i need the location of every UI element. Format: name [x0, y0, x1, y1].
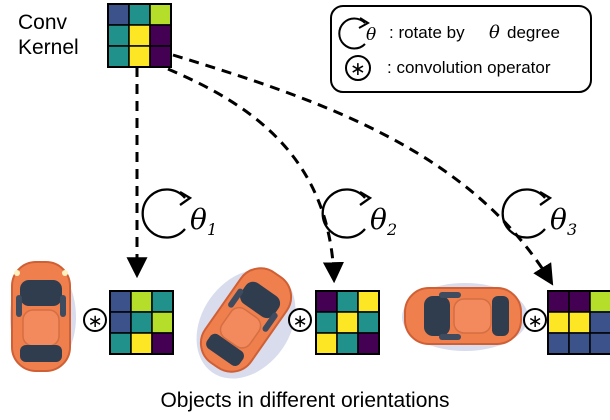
kernel-cell: [568, 290, 591, 313]
kernel-cell: [336, 311, 359, 334]
kernel-cell: [109, 332, 132, 355]
conv-operator-2-symbol: ∗: [292, 311, 307, 332]
conv-operator-2: ∗: [288, 308, 312, 332]
kernel-cell: [151, 290, 174, 313]
convolution-legend-text: : convolution operator: [387, 58, 551, 77]
kernel-cell: [107, 45, 130, 68]
rotate-legend-suffix: degree: [507, 23, 560, 42]
kernel-cell: [315, 311, 338, 334]
kernel-cell: [357, 332, 380, 355]
conv-operator-1-symbol: ∗: [87, 311, 102, 332]
kernel-cell: [568, 332, 591, 355]
kernel-border: [547, 290, 610, 355]
kernel-cell: [151, 332, 174, 355]
rotation-2-theta: θ: [370, 203, 387, 236]
kernel-cell: [589, 290, 610, 313]
arrow-to-kernel-3: [172, 53, 554, 286]
kernel-cell: [151, 311, 174, 334]
kernel-cell: [130, 311, 153, 334]
kernel-layer: [107, 3, 610, 355]
car-rotated-left: [196, 267, 296, 379]
kernel-cell: [315, 290, 338, 313]
rotation-2-subscript: 2: [386, 220, 397, 239]
kernel-cell: [547, 332, 570, 355]
kernel-grid-rotated-3: [547, 290, 610, 355]
conv-operator-3-symbol: ∗: [527, 311, 542, 332]
rotation-symbol-3: θ 3: [501, 188, 577, 239]
rotation-1-subscript: 1: [207, 220, 217, 239]
rotation-3-subscript: 3: [567, 220, 577, 239]
kernel-cell: [149, 45, 172, 68]
conv-operator-3: ∗: [523, 308, 547, 332]
legend-box: θ : rotate by θ degree ∗ : convolution o…: [330, 5, 592, 93]
conv-kernel-label-line-2: Kernel: [18, 36, 79, 59]
arrow-to-kernel-2: [167, 67, 344, 284]
kernel-cell: [107, 24, 130, 47]
kernel-cell: [130, 290, 153, 313]
kernel-cell: [130, 332, 153, 355]
kernel-grid-rotated-2: [315, 290, 380, 355]
convolution-legend-icon: ∗: [345, 55, 371, 81]
rotate-legend-theta: θ: [366, 25, 376, 45]
kernel-cell: [589, 311, 610, 334]
kernel-cell: [109, 311, 132, 334]
kernel-cell: [128, 3, 151, 26]
kernel-cell: [149, 3, 172, 26]
car-horizontal: [402, 283, 528, 351]
kernel-cell: [315, 332, 338, 355]
kernel-cell: [357, 311, 380, 334]
rotate-legend-prefix: : rotate by: [389, 23, 465, 42]
conv-kernel-label: Conv Kernel: [18, 10, 79, 60]
kernel-cell: [128, 24, 151, 47]
diagram-caption: Objects in different orientations: [160, 389, 450, 412]
kernel-cell: [568, 311, 591, 334]
kernel-grid-rotated-1: [109, 290, 174, 355]
kernel-cell: [128, 45, 151, 68]
rotation-3-theta: θ: [550, 203, 567, 236]
kernel-cell: [357, 290, 380, 313]
kernel-cell: [109, 290, 132, 313]
rotate-legend-theta-inline: θ: [489, 22, 500, 43]
kernel-grid-original: [107, 3, 172, 68]
car-vertical: [10, 261, 76, 372]
kernel-border: [107, 3, 172, 68]
conv-operator-1: ∗: [83, 308, 107, 332]
dashed-arrows: [126, 53, 554, 286]
rotation-symbol-1: θ 1: [141, 188, 217, 239]
kernel-border: [109, 290, 174, 355]
convolution-legend-symbol: ∗: [350, 58, 366, 80]
legend-frame: [330, 5, 592, 93]
kernel-cell: [336, 332, 359, 355]
kernel-cell: [589, 332, 610, 355]
kernel-cell: [547, 290, 570, 313]
kernel-border: [315, 290, 380, 355]
kernel-cell: [107, 3, 130, 26]
kernel-cell: [547, 311, 570, 334]
kernel-cell: [336, 290, 359, 313]
rotation-1-theta: θ: [190, 203, 207, 236]
rotate-legend-icon: θ: [338, 17, 376, 50]
kernel-cell: [149, 24, 172, 47]
conv-kernel-label-line-1: Conv: [18, 11, 68, 34]
rotation-symbol-2: θ 2: [321, 188, 397, 239]
